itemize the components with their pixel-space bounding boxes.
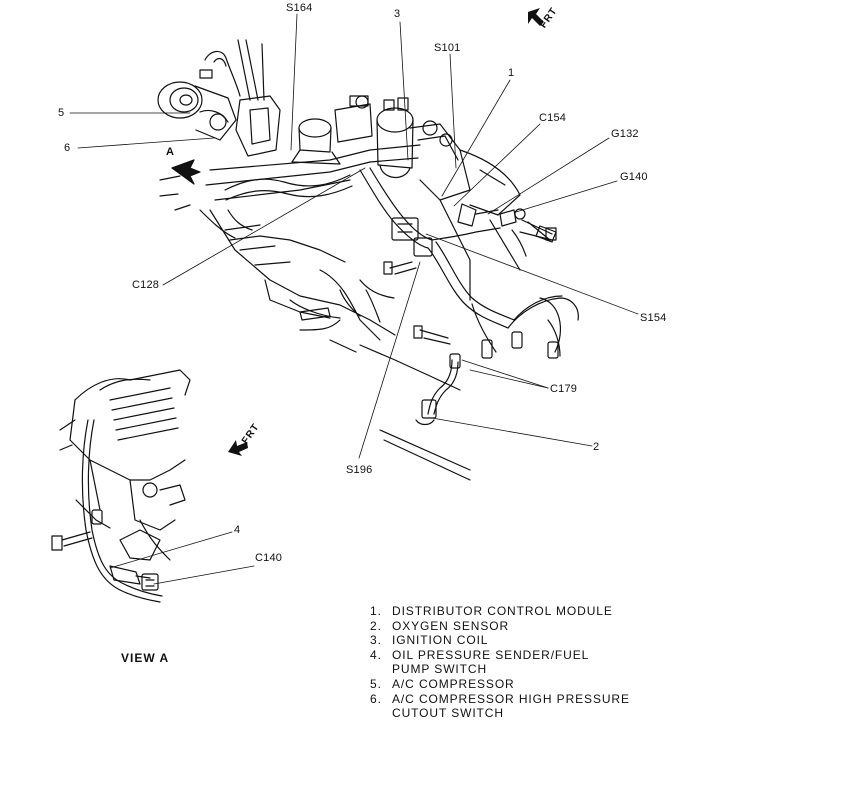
callout-c128: C128 xyxy=(132,279,160,291)
callout-c179: C179 xyxy=(550,383,578,395)
callout-c140: C140 xyxy=(255,552,283,564)
callout-2: 2 xyxy=(593,441,600,453)
legend-item: 3.IGNITION COIL xyxy=(370,633,489,648)
callout-3: 3 xyxy=(394,8,401,20)
legend-item: CUTOUT SWITCH xyxy=(392,706,504,721)
callout-g140: G140 xyxy=(620,171,648,183)
callout-6: 6 xyxy=(64,142,71,154)
callout-5: 5 xyxy=(58,107,65,119)
legend-item: 6.A/C COMPRESSOR HIGH PRESSURE xyxy=(370,691,630,706)
callout-s164: S164 xyxy=(286,2,313,14)
legend-item: PUMP SWITCH xyxy=(392,662,488,677)
callout-g132: G132 xyxy=(611,128,639,140)
front-arrow-inset-icon xyxy=(228,440,248,456)
front-arrow-icon xyxy=(528,8,544,26)
view-a-arrow xyxy=(171,159,201,185)
callout-s196: S196 xyxy=(346,464,373,476)
view-a-label: VIEW A xyxy=(121,651,170,665)
leader-lines xyxy=(69,13,639,585)
legend-item: 5.A/C COMPRESSOR xyxy=(370,676,515,691)
callout-1: 1 xyxy=(508,67,515,79)
parts-legend: 1.DISTRIBUTOR CONTROL MODULE 2.OXYGEN SE… xyxy=(370,604,630,721)
callout-c154: C154 xyxy=(539,112,567,124)
legend-item: 1.DISTRIBUTOR CONTROL MODULE xyxy=(370,604,613,618)
callout-s101: S101 xyxy=(434,42,461,54)
callout-s154: S154 xyxy=(640,312,667,324)
callout-a: A xyxy=(166,146,175,158)
view-a-inset-illustration xyxy=(51,369,191,603)
legend-item: 2.OXYGEN SENSOR xyxy=(370,618,510,633)
engine-illustration xyxy=(157,39,579,481)
callout-4: 4 xyxy=(234,524,241,536)
legend-item: 4.OIL PRESSURE SENDER/FUEL xyxy=(370,647,590,662)
